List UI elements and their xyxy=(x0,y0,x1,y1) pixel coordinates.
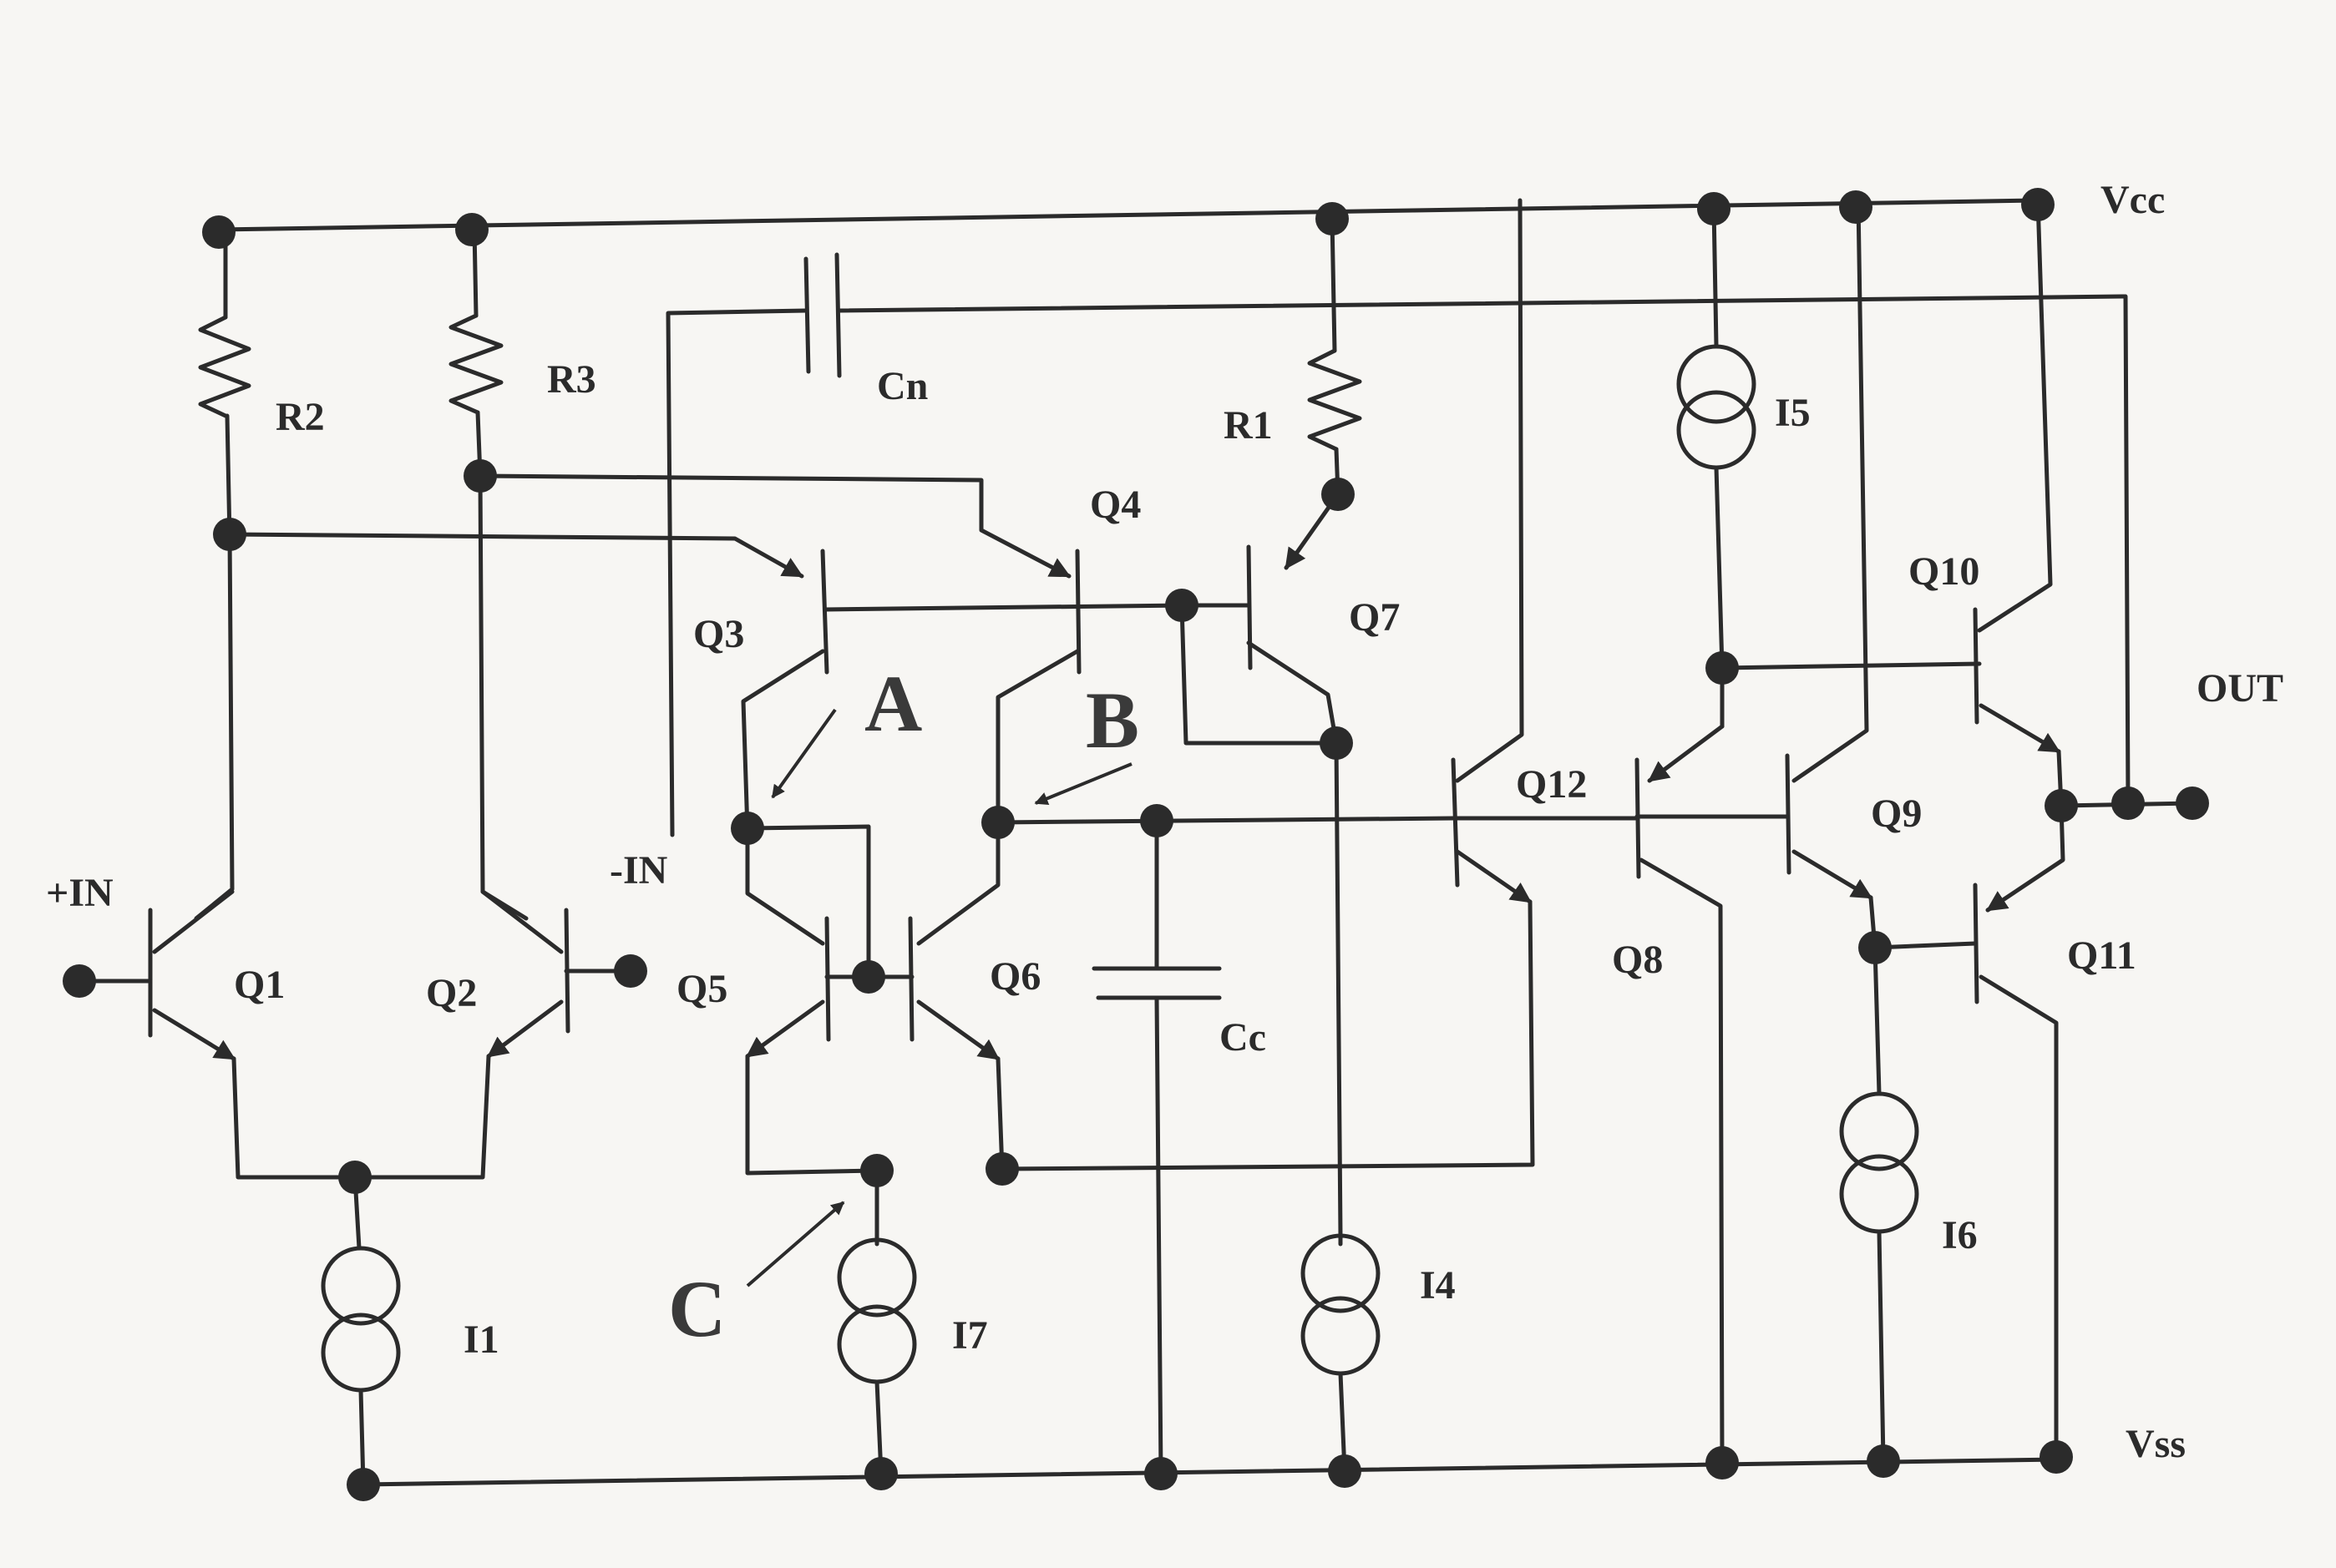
label-q3: Q3 xyxy=(693,612,744,656)
r2-branch xyxy=(198,230,251,541)
label-q12: Q12 xyxy=(1516,762,1587,807)
label-q1: Q1 xyxy=(234,963,285,1007)
r1-branch xyxy=(1284,216,1362,570)
label-q6: Q6 xyxy=(990,954,1041,999)
marker-arrow-c xyxy=(746,1201,845,1287)
current-source-i5 xyxy=(1676,205,1756,670)
label-vcc: Vcc xyxy=(2100,178,2165,222)
label-minus-in: -IN xyxy=(610,848,668,893)
resistor-r1 xyxy=(1307,348,1362,452)
label-q10: Q10 xyxy=(1908,549,1979,594)
label-r3: R3 xyxy=(547,357,596,402)
label-q8: Q8 xyxy=(1612,938,1663,982)
label-out: OUT xyxy=(2197,666,2283,711)
transistor-q7 xyxy=(1179,544,1343,1238)
vss-rail xyxy=(361,1457,2061,1487)
transistor-q2 xyxy=(352,889,633,1180)
label-q11: Q11 xyxy=(2067,933,2136,978)
junction-dots xyxy=(63,188,2209,1501)
label-q4: Q4 xyxy=(1090,483,1141,527)
marker-arrow-a xyxy=(771,708,837,799)
vcc-rail xyxy=(216,198,2040,232)
current-source-i1 xyxy=(321,1175,401,1487)
current-source-i7 xyxy=(837,1168,917,1476)
transistor-q11 xyxy=(1872,803,2065,1459)
resistor-r3 xyxy=(448,313,504,415)
label-q9: Q9 xyxy=(1871,792,1922,836)
label-i1: I1 xyxy=(464,1318,499,1362)
r3-branch xyxy=(448,227,504,478)
transistor-q4 xyxy=(996,549,1082,825)
marker-a: A xyxy=(864,659,922,748)
current-source-i4 xyxy=(1300,1233,1381,1474)
label-i7: I7 xyxy=(952,1313,988,1358)
label-q5: Q5 xyxy=(676,967,727,1011)
transistor-q9 xyxy=(1634,200,1877,950)
label-q2: Q2 xyxy=(426,971,477,1015)
label-cc: Cc xyxy=(1219,1015,1266,1060)
label-i6: I6 xyxy=(1942,1213,1978,1257)
label-i4: I4 xyxy=(1420,1263,1456,1308)
transistor-q10 xyxy=(1973,198,2064,808)
marker-b: B xyxy=(1086,675,1139,765)
label-cn: Cn xyxy=(877,364,928,408)
label-vss: Vss xyxy=(2126,1422,2186,1466)
label-i5: I5 xyxy=(1775,391,1811,435)
marker-arrow-b xyxy=(1034,762,1133,805)
current-source-i6 xyxy=(1839,945,1919,1464)
resistor-r2 xyxy=(198,315,251,418)
label-r1: R1 xyxy=(1224,403,1273,448)
transistor-q5 xyxy=(745,828,879,1176)
marker-c: C xyxy=(668,1264,726,1353)
label-r2: R2 xyxy=(276,395,325,439)
transistor-q6 xyxy=(908,820,1005,1173)
transistor-q12 xyxy=(1000,198,1535,1171)
transistor-q8 xyxy=(1451,665,1725,1465)
capacitor-cc xyxy=(1092,816,1222,1476)
transistor-q1 xyxy=(77,889,357,1180)
label-plus-in: +IN xyxy=(46,871,114,915)
labels: Vcc Vss +IN -IN OUT R2 R3 R1 Cn Cc Q1 Q2… xyxy=(46,178,2283,1466)
transistor-q3 xyxy=(741,549,1184,833)
capacitor-cn xyxy=(666,252,2131,837)
label-q7: Q7 xyxy=(1349,595,1400,640)
